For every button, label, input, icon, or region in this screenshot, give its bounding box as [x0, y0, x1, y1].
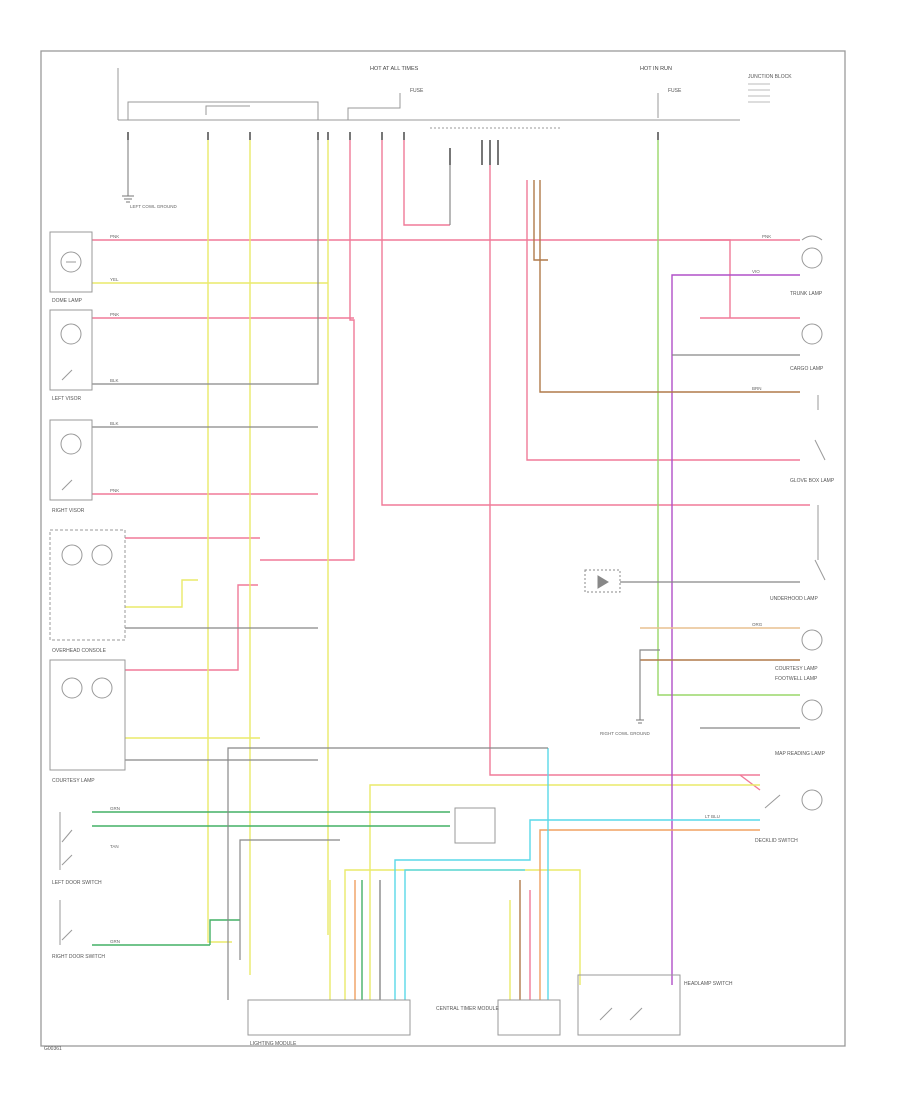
central-timer-box [497, 999, 561, 1036]
left-cowl-ground-label: LEFT COWL GROUND [130, 204, 178, 209]
black-wires [92, 140, 800, 1000]
wire-label-blk-2: BLK [110, 421, 119, 426]
cargo-lamp-symbol [801, 323, 823, 345]
hot-at-all-times-label: HOT AT ALL TIMES [370, 66, 419, 72]
junction-bus [117, 68, 740, 129]
dome-lamp-box [49, 231, 93, 293]
right-door-switch-label: RIGHT DOOR SWITCH [52, 954, 105, 960]
wire-label-brn-right: BRN [752, 386, 762, 391]
courtesy-lamp-left-label: COURTESY LAMP [52, 778, 95, 784]
glovebox-lamp-symbol [814, 395, 826, 461]
right-door-switch-box [59, 900, 73, 945]
wire-label-org-right: ORG [752, 622, 763, 627]
junction-block-lines [748, 83, 770, 103]
map-reading-lamp-symbol [764, 789, 823, 811]
right-visor-box [49, 419, 93, 501]
courtesy-lamp-right-label: COURTESY LAMP [775, 666, 818, 672]
wire-label-yel-1: YEL [110, 277, 119, 282]
overhead-console-box [49, 529, 126, 641]
underhood-lamp-label: UNDERHOOD LAMP [770, 596, 818, 602]
courtesy-lamp-right-symbol [801, 629, 823, 651]
wire-label-blk-1: BLK [110, 378, 119, 383]
fuse-label-right: FUSE [668, 88, 682, 94]
violet-wires [671, 274, 800, 985]
footwell-lamp-symbol [801, 699, 823, 721]
yellow-wires [92, 140, 760, 1000]
left-visor-box [49, 309, 93, 391]
light-green-wires [657, 140, 800, 696]
ground-symbol-top [122, 140, 134, 203]
overhead-console-label: OVERHEAD CONSOLE [52, 648, 107, 654]
diode-symbol [584, 569, 621, 593]
wire-label-pnk-2: PNK [110, 312, 119, 317]
cargo-lamp-label: CARGO LAMP [790, 366, 824, 372]
wire-label-pnk-right: PNK [762, 234, 771, 239]
wire-label-grn-1: GRN [110, 806, 120, 811]
junction-block-label: JUNCTION BLOCK [748, 74, 792, 80]
courtesy-lamp-left-box [49, 659, 126, 771]
wire-label-pnk-3: PNK [110, 488, 119, 493]
glovebox-lamp-label: GLOVE BOX LAMP [790, 478, 835, 484]
lighting-module-box [247, 999, 411, 1036]
trunk-lamp-symbol [801, 235, 823, 269]
dome-lamp-label: DOME LAMP [52, 298, 83, 304]
lighting-module-label: LIGHTING MODULE [250, 1041, 297, 1047]
map-reading-lamp-label: MAP READING LAMP [775, 751, 826, 757]
wire-label-pnk-1: PNK [110, 234, 119, 239]
left-visor-label: LEFT VISOR [52, 396, 81, 402]
underhood-lamp-symbol [814, 505, 826, 581]
brown-wires [533, 180, 800, 661]
light-blue-wires [394, 748, 760, 1000]
fuse-label-left: FUSE [410, 88, 424, 94]
ground-symbol-right [636, 719, 644, 724]
left-door-switch-label: LEFT DOOR SWITCH [52, 880, 102, 886]
door-relay-box [454, 807, 496, 844]
central-timer-label: CENTRAL TIMER MODULE [436, 1006, 499, 1012]
headlamp-switch-label: HEADLAMP SWITCH [684, 981, 733, 987]
green-wires [92, 811, 450, 946]
decklid-switch-label: DECKLID SWITCH [755, 838, 798, 844]
diagram-frame [40, 50, 846, 1047]
hot-in-run-label: HOT IN RUN [640, 66, 672, 72]
connector-stubs [127, 132, 659, 165]
headlamp-switch-box [577, 974, 681, 1036]
wire-label-ltblu-right: LT BLU [705, 814, 720, 819]
diagram-code: G00361 [44, 1046, 62, 1052]
pink-wires [92, 140, 810, 791]
module-harness [329, 880, 531, 1000]
wire-label-vio-right: VIO [752, 269, 760, 274]
wire-label-grn-2: GRN [110, 939, 120, 944]
right-visor-label: RIGHT VISOR [52, 508, 85, 514]
wire-label-tan-1: TAN [110, 844, 119, 849]
right-cowl-ground-label: RIGHT COWL GROUND [600, 731, 651, 736]
left-door-switch-box [59, 812, 73, 870]
orange-wires [539, 627, 800, 1000]
trunk-lamp-label: TRUNK LAMP [790, 291, 823, 297]
footwell-lamp-label: FOOTWELL LAMP [775, 676, 818, 682]
